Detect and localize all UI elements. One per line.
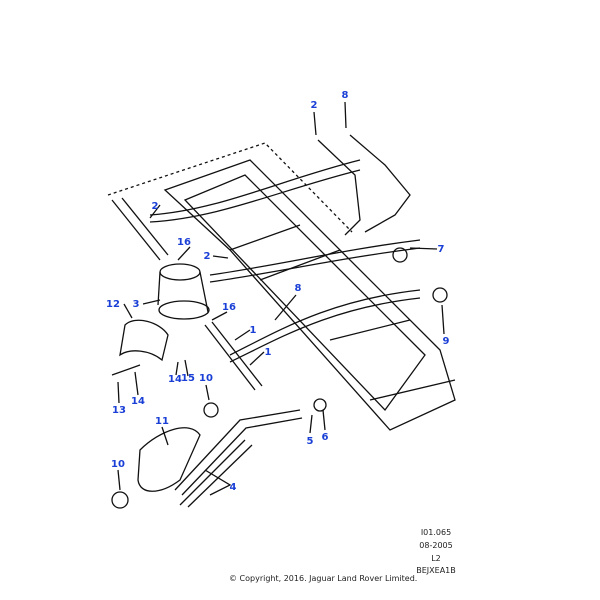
illustration-number: I01.065: [420, 528, 452, 537]
callout-part-9[interactable]: 9: [443, 336, 450, 347]
callout-part-4[interactable]: 4: [230, 482, 237, 493]
callout-part-7[interactable]: 7: [438, 244, 445, 255]
callout-part-10[interactable]: 10: [111, 459, 125, 470]
callout-part-10[interactable]: 10: [199, 373, 213, 384]
illustration-date: 08-2005: [419, 541, 453, 550]
callout-part-13[interactable]: 13: [112, 405, 126, 416]
illustration-code: BEJXEA1B: [416, 566, 456, 575]
callout-part-2[interactable]: 2: [152, 201, 159, 212]
callout-part-12[interactable]: 12: [106, 299, 120, 310]
callout-part-15[interactable]: 15: [181, 373, 195, 384]
callout-part-1[interactable]: 1: [265, 347, 272, 358]
callout-part-16[interactable]: 16: [177, 237, 191, 248]
copyright-notice: © Copyright, 2016. Jaguar Land Rover Lim…: [229, 574, 418, 583]
callout-part-14[interactable]: 14: [168, 374, 182, 385]
illustration-level: L2: [431, 554, 441, 563]
callout-part-16[interactable]: 16: [222, 302, 236, 313]
chassis-frame-drawing: [107, 101, 456, 509]
callout-part-1[interactable]: 1: [250, 325, 257, 336]
callout-part-2[interactable]: 2: [311, 100, 318, 111]
callout-part-8[interactable]: 8: [295, 283, 302, 294]
callout-part-3[interactable]: 3: [133, 299, 140, 310]
callout-part-6[interactable]: 6: [322, 432, 329, 443]
callout-part-5[interactable]: 5: [307, 436, 314, 447]
callout-part-2[interactable]: 2: [204, 251, 211, 262]
callout-part-8[interactable]: 8: [342, 90, 349, 101]
callout-part-14[interactable]: 14: [131, 396, 145, 407]
callout-part-11[interactable]: 11: [155, 416, 169, 427]
